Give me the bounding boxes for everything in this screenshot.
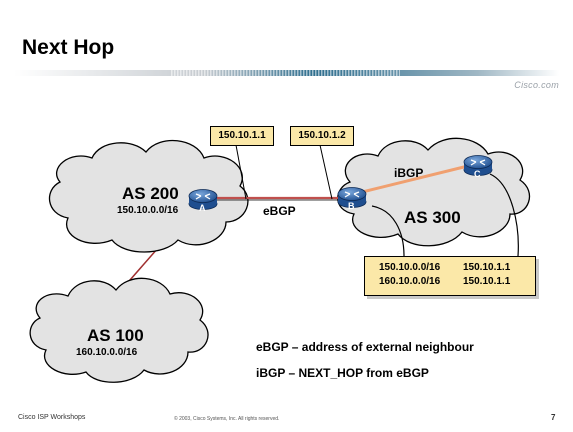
router-a[interactable] [188,189,218,210]
as100-name: AS 100 [87,326,144,345]
addr-a-label: 150.10.1.1 [210,126,274,146]
addr-b-label: 150.10.1.2 [290,126,354,146]
table-row: 160.10.0.0/16 150.10.1.1 [379,276,510,287]
table-network: 160.10.0.0/16 [379,276,441,287]
table-leader-c [489,173,519,257]
ebgp-label: eBGP [263,204,296,218]
cloud-as100 [29,277,209,383]
as200-network: 150.10.0.0/16 [117,205,179,216]
note-ebgp: eBGP – address of external neighbour [256,340,474,354]
header-bar [14,70,559,76]
router-c[interactable] [463,155,493,176]
as300-name: AS 300 [404,208,461,227]
table-network: 150.10.0.0/16 [379,262,441,273]
addr-a-leader [235,144,247,200]
table-row: 150.10.0.0/16 150.10.1.1 [379,262,510,273]
footer-workshop: Cisco ISP Workshops [18,414,86,421]
ibgp-label: iBGP [394,166,424,180]
slide-title: Next Hop [22,36,115,59]
table-next-hop: 150.10.1.1 [463,262,511,273]
addr-b-leader [319,144,333,200]
table-leader-b [371,205,405,257]
brand-wordmark: Cisco.com [514,80,559,90]
note-ibgp: iBGP – NEXT_HOP from eBGP [256,366,429,380]
footer-copyright: © 2003, Cisco Systems, Inc. All rights r… [174,416,280,422]
router-c-label: C [474,169,481,179]
router-b-label: B [348,201,355,211]
page-number: 7 [551,413,556,422]
as100-network: 160.10.0.0/16 [76,347,138,358]
bgp-table: 150.10.0.0/16 150.10.1.1 160.10.0.0/16 150… [364,256,536,296]
router-a-label: A [199,203,206,213]
cloud-as200 [48,139,249,253]
router-b[interactable] [337,187,367,208]
table-next-hop: 150.10.1.1 [463,276,511,287]
ibgp-link [353,162,477,196]
as200-name: AS 200 [122,184,179,203]
